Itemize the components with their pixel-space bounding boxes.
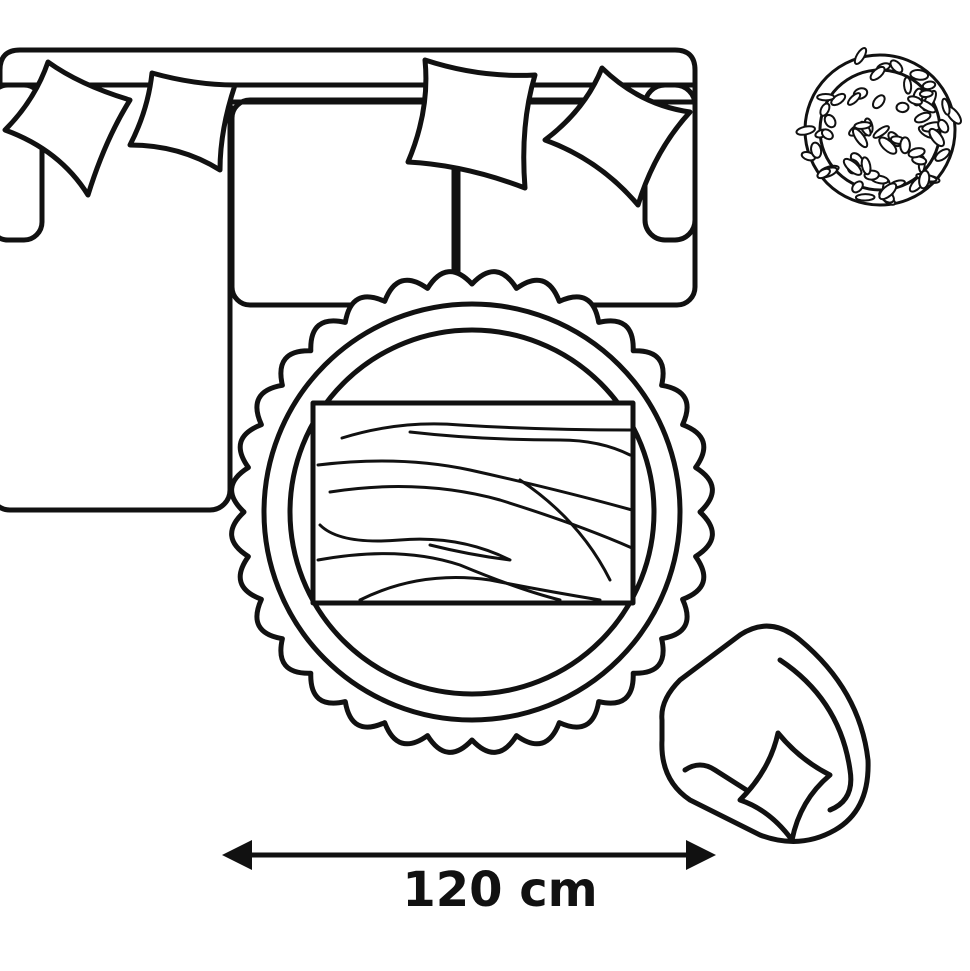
leaf — [889, 59, 904, 74]
leaf — [795, 125, 816, 136]
armchair-icon — [659, 623, 871, 844]
leaf — [853, 47, 868, 65]
leaf — [869, 65, 886, 81]
coffee-table-icon — [310, 400, 636, 606]
leaf — [842, 157, 863, 176]
leaf — [941, 97, 951, 116]
leaf — [918, 169, 931, 190]
leaf — [852, 127, 869, 149]
pillow-icon — [2, 59, 133, 198]
leaf — [860, 156, 872, 176]
leaf — [872, 125, 890, 139]
leaf — [820, 128, 834, 141]
pillow-icon — [542, 65, 693, 208]
leaf — [928, 127, 945, 148]
pillow-icon — [127, 70, 238, 173]
leaf — [907, 147, 926, 159]
leaf — [934, 148, 951, 162]
leaf — [937, 118, 950, 134]
leaf — [830, 92, 847, 107]
leaf — [878, 182, 898, 201]
leaf — [907, 95, 923, 106]
leaf — [816, 167, 831, 180]
leaf — [854, 193, 876, 202]
leaf — [810, 141, 823, 159]
dimension-arrow-icon — [222, 840, 716, 870]
dimension-label: 120 cm — [402, 862, 598, 918]
leaf — [851, 180, 864, 194]
leaf — [823, 113, 837, 129]
leaf — [895, 101, 910, 114]
leaf — [816, 93, 836, 102]
leaf — [846, 92, 862, 106]
leaf — [853, 121, 872, 130]
leaf — [913, 111, 932, 124]
leaf — [871, 94, 886, 110]
leaf — [921, 80, 937, 91]
leaf — [903, 76, 913, 95]
potted-plant-icon — [795, 47, 962, 207]
leaf — [918, 89, 934, 99]
leaf — [899, 136, 911, 155]
pillow-icon — [405, 57, 538, 191]
leaf — [819, 102, 831, 117]
leaf — [909, 69, 930, 81]
